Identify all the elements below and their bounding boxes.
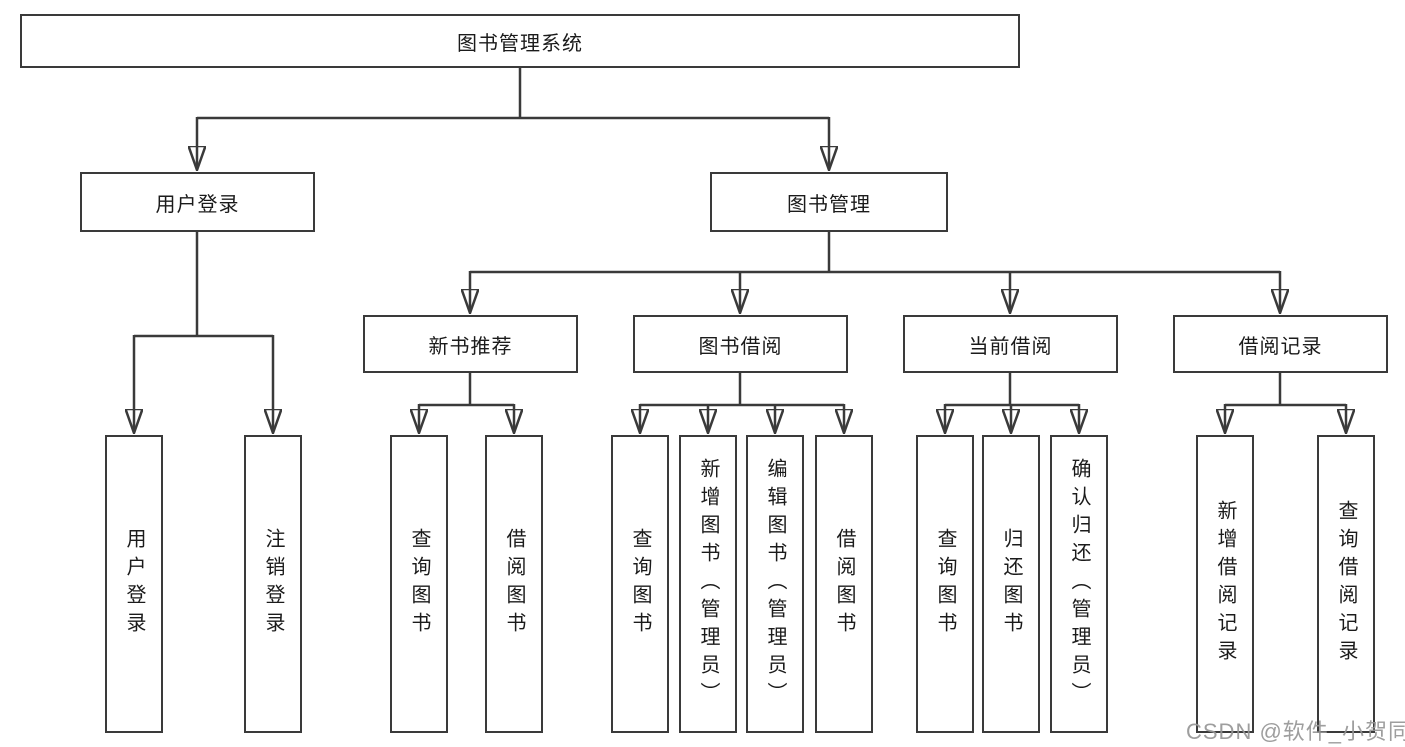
connector-root-trunk <box>197 68 829 120</box>
connector-user-login-trunk <box>134 232 273 338</box>
node-label: 新书推荐 <box>428 335 513 358</box>
node-label: 编辑图书（管理员） <box>764 458 786 710</box>
node-label: 新增借阅记录 <box>1214 500 1236 668</box>
leaf-query-books-newbook: 查询图书 <box>390 435 448 733</box>
leaf-add-books-admin: 新增图书（管理员） <box>679 435 737 733</box>
node-label: 图书借阅 <box>698 335 783 358</box>
node-label: 借阅记录 <box>1238 335 1323 358</box>
node-user-login: 用户登录 <box>80 172 315 232</box>
leaf-return-books: 归还图书 <box>982 435 1040 733</box>
node-label: 查询借阅记录 <box>1335 500 1357 668</box>
csdn-watermark: CSDN @软件_小贺同学 <box>1186 719 1405 744</box>
node-label: 图书管理 <box>787 193 871 216</box>
leaf-borrow-books: 借阅图书 <box>815 435 873 733</box>
node-book-management: 图书管理 <box>710 172 948 232</box>
leaf-add-borrow-record: 新增借阅记录 <box>1196 435 1254 733</box>
connector-borrow-records-trunk <box>1225 373 1346 407</box>
node-label: 注销登录 <box>262 528 284 640</box>
node-borrowing-records: 借阅记录 <box>1173 315 1388 373</box>
node-new-book-recommendation: 新书推荐 <box>363 315 578 373</box>
node-label: 确认归还（管理员） <box>1068 458 1090 710</box>
leaf-query-books-borrow: 查询图书 <box>611 435 669 733</box>
node-label: 借阅图书 <box>833 528 855 640</box>
node-label: 查询图书 <box>934 528 956 640</box>
node-label: 查询图书 <box>408 528 430 640</box>
connector-new-book-trunk <box>419 373 514 407</box>
leaf-logout: 注销登录 <box>244 435 302 733</box>
connector-current-borrow-trunk <box>945 373 1079 407</box>
leaf-confirm-return-admin: 确认归还（管理员） <box>1050 435 1108 733</box>
leaf-borrow-books-newbook: 借阅图书 <box>485 435 543 733</box>
leaf-query-borrow-record: 查询借阅记录 <box>1317 435 1375 733</box>
node-label: 查询图书 <box>629 528 651 640</box>
leaf-user-login: 用户登录 <box>105 435 163 733</box>
leaf-query-books-current: 查询图书 <box>916 435 974 733</box>
leaf-edit-books-admin: 编辑图书（管理员） <box>746 435 804 733</box>
node-label: 用户登录 <box>123 528 145 640</box>
node-label: 借阅图书 <box>503 528 525 640</box>
node-current-borrowing: 当前借阅 <box>903 315 1118 373</box>
connector-book-borrow-trunk <box>640 373 844 407</box>
node-label: 当前借阅 <box>968 335 1053 358</box>
node-label: 用户登录 <box>155 193 240 216</box>
node-label: 图书管理系统 <box>457 32 583 55</box>
node-label: 归还图书 <box>1000 528 1022 640</box>
node-label: 新增图书（管理员） <box>697 458 719 710</box>
node-root-library-system: 图书管理系统 <box>20 14 1020 68</box>
node-book-borrowing: 图书借阅 <box>633 315 848 373</box>
connector-book-management-trunk <box>470 232 1280 274</box>
